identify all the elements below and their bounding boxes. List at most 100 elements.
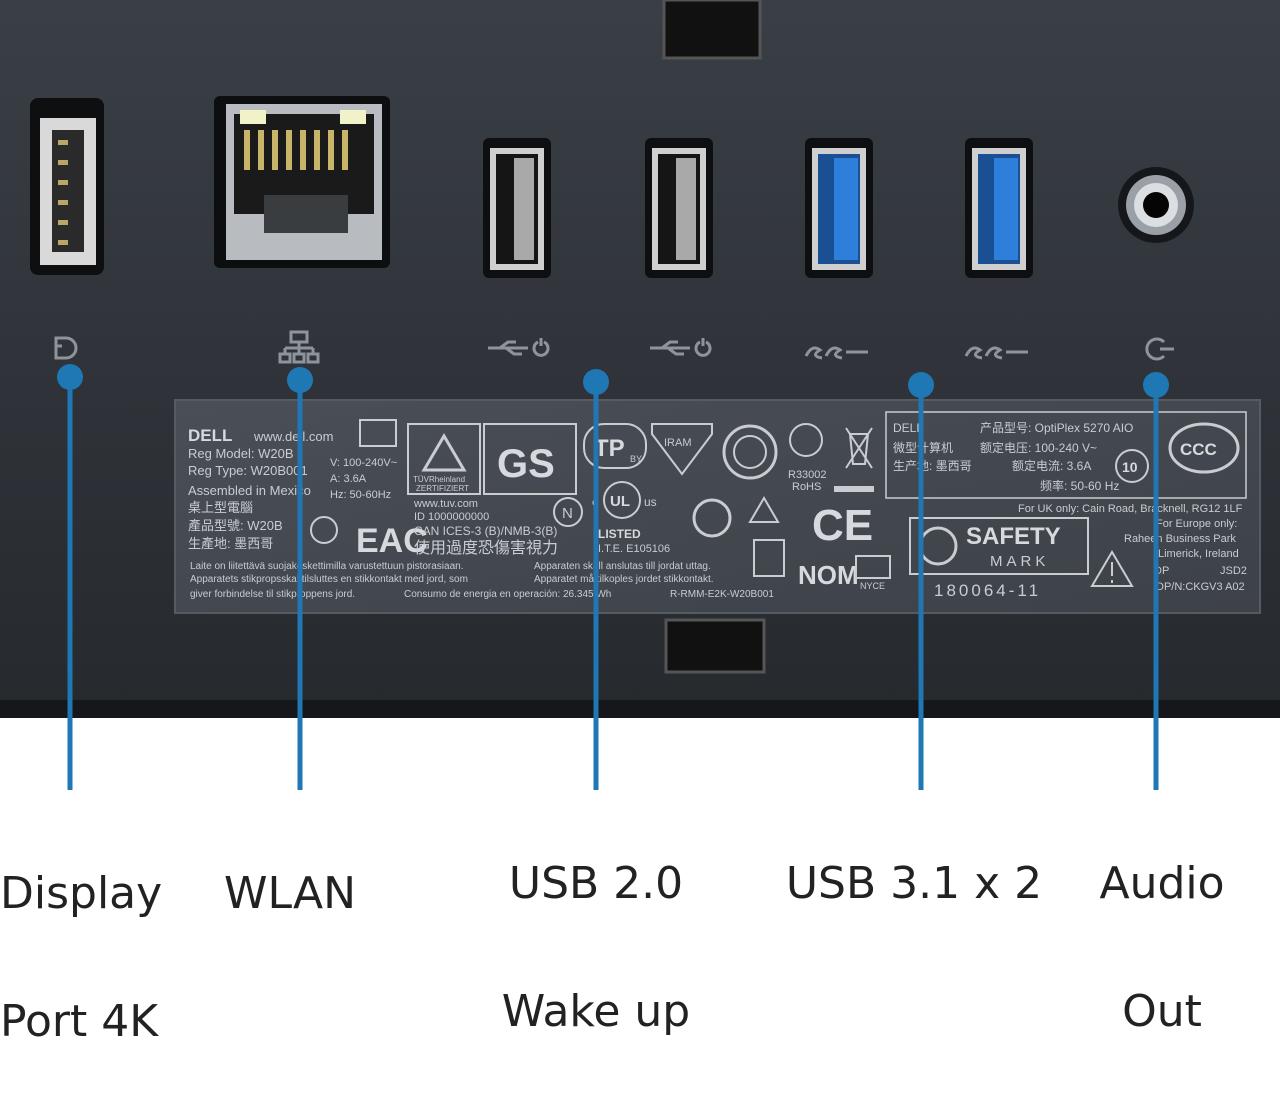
tuv-id: ID 1000000000 bbox=[414, 511, 489, 523]
cn-volt: 额定电压: 100-240 V~ bbox=[980, 440, 1097, 455]
sticker-voltage: V: 100-240V~ bbox=[330, 457, 397, 469]
s-mark-logo bbox=[722, 424, 778, 480]
cn-freq: 频率: 50-60 Hz bbox=[1040, 478, 1119, 493]
displayport-port bbox=[30, 98, 104, 275]
eu-address-1: Raheen Business Park bbox=[1124, 533, 1236, 545]
rohs-code: R33002 bbox=[788, 469, 827, 481]
rcm-logo bbox=[748, 496, 780, 523]
label-usb2-line2: Wake up bbox=[501, 986, 691, 1037]
se-warning: Apparaten skall anslutas till jordat utt… bbox=[534, 561, 711, 572]
ul-logo bbox=[603, 481, 641, 519]
tp-text: TP bbox=[594, 435, 625, 462]
sticker-reg-type: Reg Type: W20B001 bbox=[188, 463, 308, 478]
device-photo: DELL www.dell.com Reg Model: W20B Reg Ty… bbox=[0, 0, 1280, 790]
kc-logo bbox=[753, 539, 785, 577]
cn-brand: DELL bbox=[893, 421, 923, 435]
cn-origin: 生产地: 墨西哥 bbox=[893, 459, 972, 473]
safety-mark-logo bbox=[909, 517, 1089, 575]
network-icon bbox=[278, 330, 320, 364]
efup-logo bbox=[1115, 449, 1149, 483]
zh-warning: 使用過度恐傷害視力 bbox=[414, 539, 558, 557]
bsmi-icon bbox=[310, 516, 338, 544]
panel-bottom-edge bbox=[0, 700, 1280, 718]
efup-text: 10 bbox=[1122, 459, 1138, 475]
headphone-out-icon bbox=[1145, 337, 1174, 361]
iram-text: IRAM bbox=[664, 437, 692, 449]
sticker-zh2: 產品型號: W20B bbox=[188, 518, 283, 533]
icasa-logo bbox=[692, 498, 732, 538]
ul-us: us bbox=[644, 495, 657, 509]
label-audio-line2: Out bbox=[1122, 986, 1202, 1037]
eac-logo: EAC bbox=[356, 522, 428, 560]
dpn-text: DP/N:CKGV3 A02 bbox=[1156, 581, 1245, 593]
usb2-port-2 bbox=[645, 138, 713, 278]
vci-logo bbox=[359, 419, 397, 447]
displayport-icon bbox=[54, 336, 78, 360]
label-audio: Audio Out bbox=[1082, 788, 1242, 1108]
cn-amp: 额定电流: 3.6A bbox=[1012, 458, 1091, 473]
usb31-port-1 bbox=[805, 138, 873, 278]
gs-logo bbox=[483, 423, 577, 495]
port-icons bbox=[54, 330, 1174, 364]
warning-triangle-icon bbox=[1090, 550, 1134, 587]
label-wlan-line1: WLAN bbox=[223, 868, 357, 919]
nom-logo: NOM bbox=[798, 560, 859, 590]
sticker-assembled: Assembled in Mexico bbox=[188, 483, 311, 498]
sticker-amps: A: 3.6A bbox=[330, 473, 367, 485]
label-usb31: USB 3.1 x 2 bbox=[780, 788, 1048, 980]
ul-text: UL bbox=[610, 493, 630, 510]
safety-mark-text: MARK bbox=[990, 553, 1049, 570]
label-displayport: Display Port 4K bbox=[0, 798, 163, 1118]
nyce-logo bbox=[855, 555, 891, 579]
tp-logo bbox=[583, 423, 647, 469]
usb-power-icon-2 bbox=[650, 338, 712, 357]
superspeed-icon-2 bbox=[964, 346, 1028, 360]
ce-logo: CE bbox=[812, 501, 873, 550]
sticker-brand: DELL bbox=[188, 426, 232, 445]
iram-logo bbox=[651, 423, 713, 476]
safety-number: 180064-11 bbox=[934, 581, 1041, 600]
label-usb31-line1: USB 3.1 x 2 bbox=[785, 858, 1043, 909]
sticker-zh1: 桌上型電腦 bbox=[188, 500, 253, 515]
sticker-hz: Hz: 50-60Hz bbox=[330, 489, 391, 501]
callout-lines bbox=[57, 364, 1169, 790]
ul-ite: I.T.E. E105106 bbox=[598, 543, 670, 555]
cn-model: 产品型号: OptiPlex 5270 AIO bbox=[980, 421, 1133, 435]
ices-text: CAN ICES-3 (B)/NMB-3(B) bbox=[414, 524, 557, 538]
tuv-cert: ZERTIFIZIERT bbox=[416, 484, 469, 493]
ethernet-port bbox=[214, 96, 390, 268]
audio-jack bbox=[1118, 167, 1194, 243]
label-usb2-line1: USB 2.0 bbox=[508, 858, 684, 909]
sticker-zh3: 生產地: 墨西哥 bbox=[188, 536, 273, 551]
tp-by: BY bbox=[630, 454, 642, 464]
label-wlan: WLAN bbox=[210, 798, 370, 990]
tuv-logo bbox=[407, 423, 481, 495]
dk-warning: giver forbindelse til stikproppens jord. bbox=[190, 589, 355, 600]
n-mark-logo bbox=[553, 497, 583, 527]
eu-label: For Europe only: bbox=[1156, 518, 1237, 530]
ccc-text: CCC bbox=[1180, 440, 1217, 459]
label-audio-line1: Audio bbox=[1099, 858, 1225, 909]
tuv-name: TÜVRheinland bbox=[413, 475, 465, 484]
rmm-code: R-RMM-E2K-W20B001 bbox=[670, 589, 774, 600]
usb-power-icon-1 bbox=[488, 338, 550, 357]
sticker-website: www.dell.com bbox=[253, 429, 333, 444]
tuv-site: www.tuv.com bbox=[413, 498, 478, 510]
usb31-port-2 bbox=[965, 138, 1033, 278]
rohs-text: RoHS bbox=[792, 481, 821, 493]
bottom-notch bbox=[664, 618, 766, 674]
ul-listed: LISTED bbox=[598, 527, 641, 541]
regulatory-sticker: DELL www.dell.com Reg Model: W20B Reg Ty… bbox=[174, 399, 1261, 614]
uk-address: For UK only: Cain Road, Bracknell, RG12 … bbox=[1018, 503, 1243, 515]
gs-text: GS bbox=[497, 442, 555, 486]
no-warning: Apparatets stikpropsskal tilsluttes en s… bbox=[190, 574, 468, 585]
ccc-logo bbox=[1168, 422, 1240, 474]
n-mark-text: N bbox=[562, 505, 573, 522]
usb2-port-1 bbox=[483, 138, 551, 278]
fi-warning: Laite on liitettävä suojakoskettimilla v… bbox=[190, 561, 463, 572]
top-notch bbox=[662, 0, 762, 60]
weee-icon bbox=[845, 427, 873, 469]
superspeed-icon-1 bbox=[804, 346, 868, 360]
label-displayport-line1: Display bbox=[0, 868, 163, 919]
eu-address-2: Limerick, Ireland bbox=[1158, 548, 1239, 560]
